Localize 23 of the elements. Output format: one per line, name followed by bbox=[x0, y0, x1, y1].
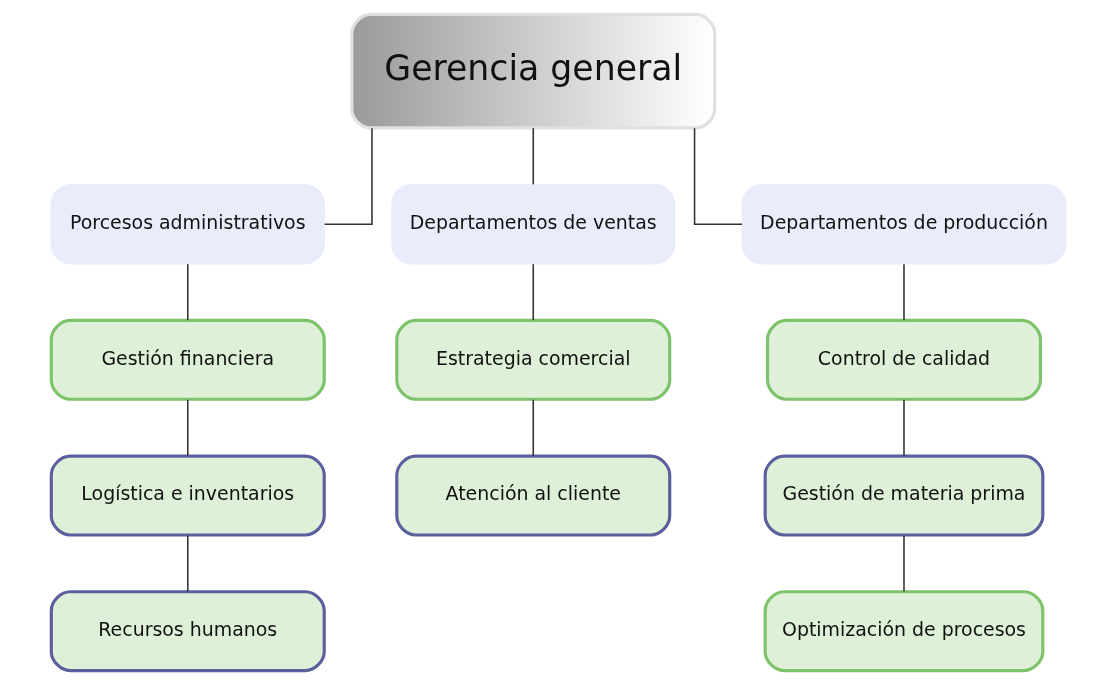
node-box: Atención al cliente bbox=[395, 454, 672, 537]
connector bbox=[187, 399, 189, 457]
node-box: Departamentos de ventas bbox=[391, 183, 676, 265]
node-box: Gestión financiera bbox=[49, 318, 326, 401]
node-box: Estrategia comercial bbox=[395, 318, 672, 401]
connector bbox=[903, 534, 905, 593]
connector bbox=[693, 127, 743, 225]
node-box: Porcesos administrativos bbox=[50, 183, 326, 265]
connector bbox=[903, 399, 905, 457]
connector bbox=[187, 534, 189, 593]
node-box: Gestión de materia prima bbox=[763, 454, 1045, 537]
connector bbox=[532, 399, 535, 457]
connector bbox=[532, 263, 535, 321]
connector bbox=[323, 127, 373, 225]
node-box: Gerencia general bbox=[350, 12, 717, 130]
connector bbox=[532, 127, 535, 186]
node-box: Optimización de procesos bbox=[763, 590, 1045, 673]
node-box: Departamentos de producción bbox=[741, 183, 1067, 265]
connector bbox=[903, 263, 905, 321]
connector bbox=[187, 263, 189, 321]
node-box: Logística e inventarios bbox=[49, 454, 326, 537]
node-box: Control de calidad bbox=[765, 318, 1043, 401]
node-box: Recursos humanos bbox=[49, 590, 326, 673]
